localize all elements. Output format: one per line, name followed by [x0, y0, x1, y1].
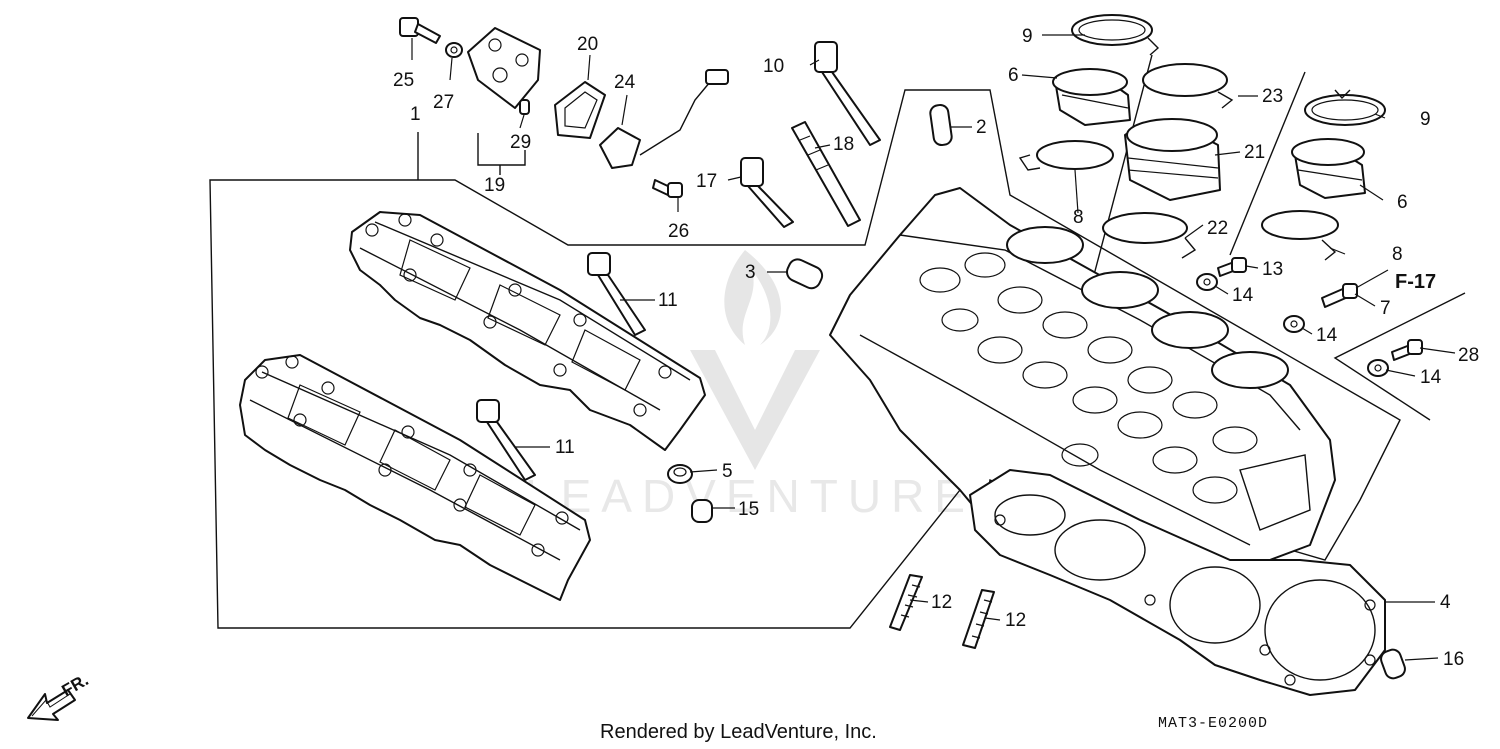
bolt-25 — [399, 17, 441, 44]
cylinder-head — [829, 187, 1336, 581]
callout-14-c: 14 — [1420, 367, 1442, 388]
callout-4: 4 — [1440, 592, 1451, 613]
leader-lines — [411, 34, 1456, 661]
bolt-11-upper — [587, 252, 646, 336]
callout-14-a: 14 — [1232, 285, 1254, 306]
callout-29: 29 — [510, 132, 531, 153]
intake-band-23 — [1142, 63, 1234, 109]
intake-band-8-left — [1018, 140, 1114, 171]
watermark-text: LEADVENTURE — [525, 470, 975, 522]
callout-26: 26 — [668, 221, 689, 242]
callout-2: 2 — [976, 117, 987, 138]
callout-12-left: 12 — [931, 592, 952, 613]
callout-25: 25 — [393, 70, 414, 91]
callout-11-upper: 11 — [658, 290, 678, 311]
callout-14-b: 14 — [1316, 325, 1338, 346]
gasket-20 — [554, 81, 606, 139]
callout-10: 10 — [763, 56, 784, 77]
callout-21: 21 — [1244, 142, 1265, 163]
sensor-24 — [599, 69, 729, 169]
callout-6-left: 6 — [1008, 65, 1019, 86]
bolt-10 — [814, 41, 881, 146]
plug-15 — [691, 499, 713, 523]
camshaft-holder-lower — [239, 354, 591, 601]
stud-bolt-12b — [962, 589, 995, 649]
callout-11-lower: 11 — [555, 437, 575, 458]
callout-6-right: 6 — [1397, 192, 1408, 213]
bolt-7 — [1321, 283, 1358, 308]
callout-5: 5 — [722, 461, 733, 482]
spark-plug-18 — [791, 121, 861, 227]
bolt-26 — [652, 179, 683, 198]
divider-intake-b — [1229, 71, 1306, 256]
divider-right — [1333, 292, 1466, 421]
intake-band-9-left — [1071, 14, 1160, 56]
callout-12-right: 12 — [1005, 610, 1026, 631]
callout-9-left: 9 — [1022, 26, 1033, 47]
callout-9-right: 9 — [1420, 109, 1431, 130]
intake-band-22 — [1102, 212, 1197, 259]
washer-14c — [1367, 359, 1389, 377]
dowel-29 — [519, 99, 530, 115]
front-direction-arrow-icon — [27, 689, 76, 721]
callout-15: 15 — [738, 499, 759, 520]
bolt-17 — [740, 157, 794, 228]
intake-insulator-6-left — [1052, 68, 1131, 126]
callout-24: 24 — [614, 72, 636, 93]
callout-16: 16 — [1443, 649, 1464, 670]
bolt-28 — [1391, 339, 1423, 361]
callout-23: 23 — [1262, 86, 1283, 107]
intake-insulator-6-right — [1291, 138, 1366, 199]
callout-3: 3 — [745, 262, 756, 283]
dowel-16 — [1380, 648, 1406, 680]
watermark-logo — [690, 250, 820, 470]
head-gasket — [969, 469, 1386, 696]
intake-insulator-21 — [1124, 118, 1221, 201]
callout-8-left: 8 — [1073, 207, 1084, 228]
callout-7: 7 — [1380, 298, 1391, 319]
bolt-11-lower — [476, 399, 536, 481]
washer-14b — [1283, 315, 1305, 333]
callout-18: 18 — [833, 134, 854, 155]
intake-band-9-right — [1304, 89, 1386, 126]
diagram-code: MAT3-E0200D — [1158, 715, 1268, 732]
plug-5 — [667, 464, 693, 484]
reference-f17: F-17 — [1395, 271, 1436, 293]
footer-credit: Rendered by LeadVenture, Inc. — [600, 721, 877, 743]
group-frame-camshaft-holders — [209, 89, 1401, 629]
callout-17: 17 — [696, 171, 717, 192]
divider-intake-a — [1089, 54, 1153, 291]
callout-28: 28 — [1458, 345, 1479, 366]
camshaft-holder-upper — [349, 211, 706, 451]
dowel-pin-3 — [785, 258, 824, 290]
sensor-housing-19 — [467, 27, 541, 109]
washer-14a — [1196, 273, 1218, 291]
callout-20: 20 — [577, 34, 598, 55]
washer-27 — [445, 42, 463, 58]
intake-band-8-right — [1261, 210, 1339, 261]
callout-27: 27 — [433, 92, 454, 113]
callout-22: 22 — [1207, 218, 1228, 239]
callout-1: 1 — [410, 104, 421, 125]
bolt-13 — [1217, 257, 1247, 277]
stud-bolt-12a — [889, 574, 923, 631]
callout-19: 19 — [484, 175, 505, 196]
dowel-pin-2 — [929, 103, 953, 147]
callout-8-right: 8 — [1392, 244, 1403, 265]
bracket-line-19 — [477, 133, 526, 166]
callout-13: 13 — [1262, 259, 1283, 280]
